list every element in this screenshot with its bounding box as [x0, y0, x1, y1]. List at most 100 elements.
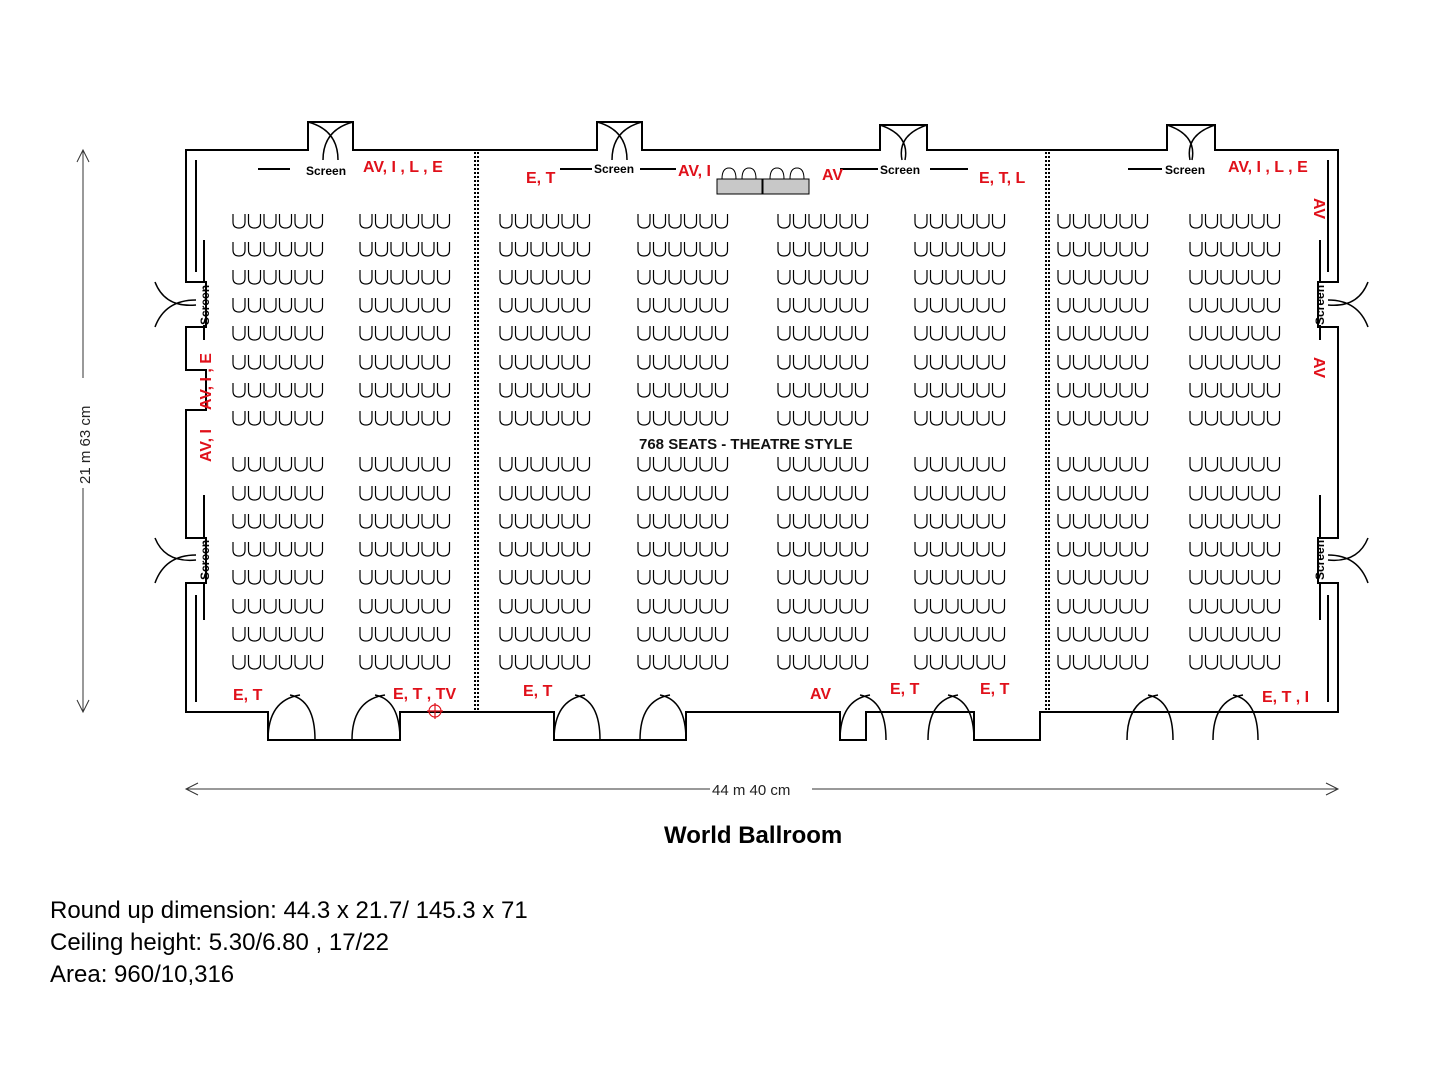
- room-outline: [185, 121, 1339, 741]
- chair-row: [914, 270, 1006, 285]
- chair-row: [914, 570, 1006, 585]
- outlet-bottom-2: E, T , TV: [393, 686, 456, 703]
- chair-row: [499, 514, 591, 529]
- chair-row: [232, 355, 324, 370]
- stage-platform: [716, 167, 810, 195]
- chair-row: [1189, 570, 1281, 585]
- chair-row: [1057, 298, 1149, 313]
- chair-row: [232, 514, 324, 529]
- chair-row: [232, 655, 324, 670]
- chair-row: [1057, 383, 1149, 398]
- round-up-dimension: Round up dimension: 44.3 x 21.7/ 145.3 x…: [50, 897, 528, 924]
- chair-row: [1189, 457, 1281, 472]
- chair-row: [499, 627, 591, 642]
- chair-row: [914, 214, 1006, 229]
- chair-row: [499, 411, 591, 426]
- chair-row: [637, 383, 729, 398]
- chair-row: [914, 627, 1006, 642]
- chair-row: [499, 298, 591, 313]
- chair-row: [1057, 242, 1149, 257]
- height-dimension-label: 21 m 63 cm: [77, 406, 94, 484]
- outlet-bottom-4: AV: [810, 686, 831, 703]
- chair-row: [359, 411, 451, 426]
- chair-row: [232, 542, 324, 557]
- outlet-left-wall-1: AV, I , E: [198, 353, 215, 410]
- width-dimension-label: 44 m 40 cm: [712, 782, 790, 799]
- outlet-top-center: AV, I: [678, 163, 711, 180]
- chair-row: [637, 486, 729, 501]
- chair-row: [499, 383, 591, 398]
- chair-row: [232, 270, 324, 285]
- chair-row: [499, 655, 591, 670]
- chair-row: [637, 599, 729, 614]
- chair-row: [232, 627, 324, 642]
- chair-row: [914, 599, 1006, 614]
- chair-row: [914, 411, 1006, 426]
- chair-row: [914, 326, 1006, 341]
- tv-outlet-marker: [427, 703, 443, 719]
- chair-row: [1057, 214, 1149, 229]
- chair-row: [359, 355, 451, 370]
- screen-label-right-upper: Screen: [1313, 285, 1327, 325]
- chair-row: [1057, 457, 1149, 472]
- chair-row: [777, 599, 869, 614]
- chair-row: [777, 214, 869, 229]
- chair-row: [1057, 570, 1149, 585]
- chair-row: [637, 542, 729, 557]
- chair-row: [637, 457, 729, 472]
- chair-row: [359, 457, 451, 472]
- chair-row: [1189, 486, 1281, 501]
- outlet-left-wall-2: AV, I: [198, 429, 215, 462]
- outlet-top-center-left: E, T: [526, 170, 556, 187]
- chair-row: [914, 298, 1006, 313]
- chair-row: [777, 355, 869, 370]
- chair-row: [232, 298, 324, 313]
- chair-row: [359, 655, 451, 670]
- chair-row: [1189, 411, 1281, 426]
- chair-row: [232, 411, 324, 426]
- chair-row: [359, 627, 451, 642]
- chair-row: [637, 570, 729, 585]
- chair-row: [232, 214, 324, 229]
- chair-row: [914, 355, 1006, 370]
- chair-row: [777, 627, 869, 642]
- chair-row: [777, 486, 869, 501]
- chair-row: [499, 270, 591, 285]
- room-info: Round up dimension: 44.3 x 21.7/ 145.3 x…: [50, 895, 528, 991]
- chair-row: [1189, 627, 1281, 642]
- screen-label-top-right: Screen: [1165, 163, 1205, 177]
- chair-row: [359, 298, 451, 313]
- chair-row: [1057, 514, 1149, 529]
- chair-row: [1057, 326, 1149, 341]
- chair-row: [1189, 298, 1281, 313]
- chair-row: [359, 542, 451, 557]
- chair-row: [637, 514, 729, 529]
- chair-row: [777, 570, 869, 585]
- chair-row: [232, 242, 324, 257]
- chair-row: [914, 486, 1006, 501]
- chair-row: [1189, 383, 1281, 398]
- chair-row: [359, 214, 451, 229]
- chair-row: [637, 627, 729, 642]
- seating-capacity-label: 768 SEATS - THEATRE STYLE: [639, 436, 853, 453]
- chair-row: [637, 242, 729, 257]
- chair-row: [232, 599, 324, 614]
- screen-labels: Screen Screen Screen Screen Screen Scree…: [198, 162, 1327, 580]
- chair-row: [1189, 599, 1281, 614]
- outlet-bottom-7: E, T , I: [1262, 689, 1309, 706]
- area: Area: 960/10,316: [50, 961, 235, 988]
- chair-row: [1057, 542, 1149, 557]
- height-dimension: [76, 148, 90, 714]
- chair-row: [777, 383, 869, 398]
- chair-row: [777, 298, 869, 313]
- chair-row: [1189, 214, 1281, 229]
- chair-row: [499, 355, 591, 370]
- chair-row: [914, 383, 1006, 398]
- outlet-top-left: AV, I , L , E: [363, 159, 443, 176]
- chair-row: [499, 570, 591, 585]
- chair-row: [637, 355, 729, 370]
- chair-row: [777, 270, 869, 285]
- chair-row: [1189, 542, 1281, 557]
- screen-label-right-lower: Screen: [1313, 540, 1327, 580]
